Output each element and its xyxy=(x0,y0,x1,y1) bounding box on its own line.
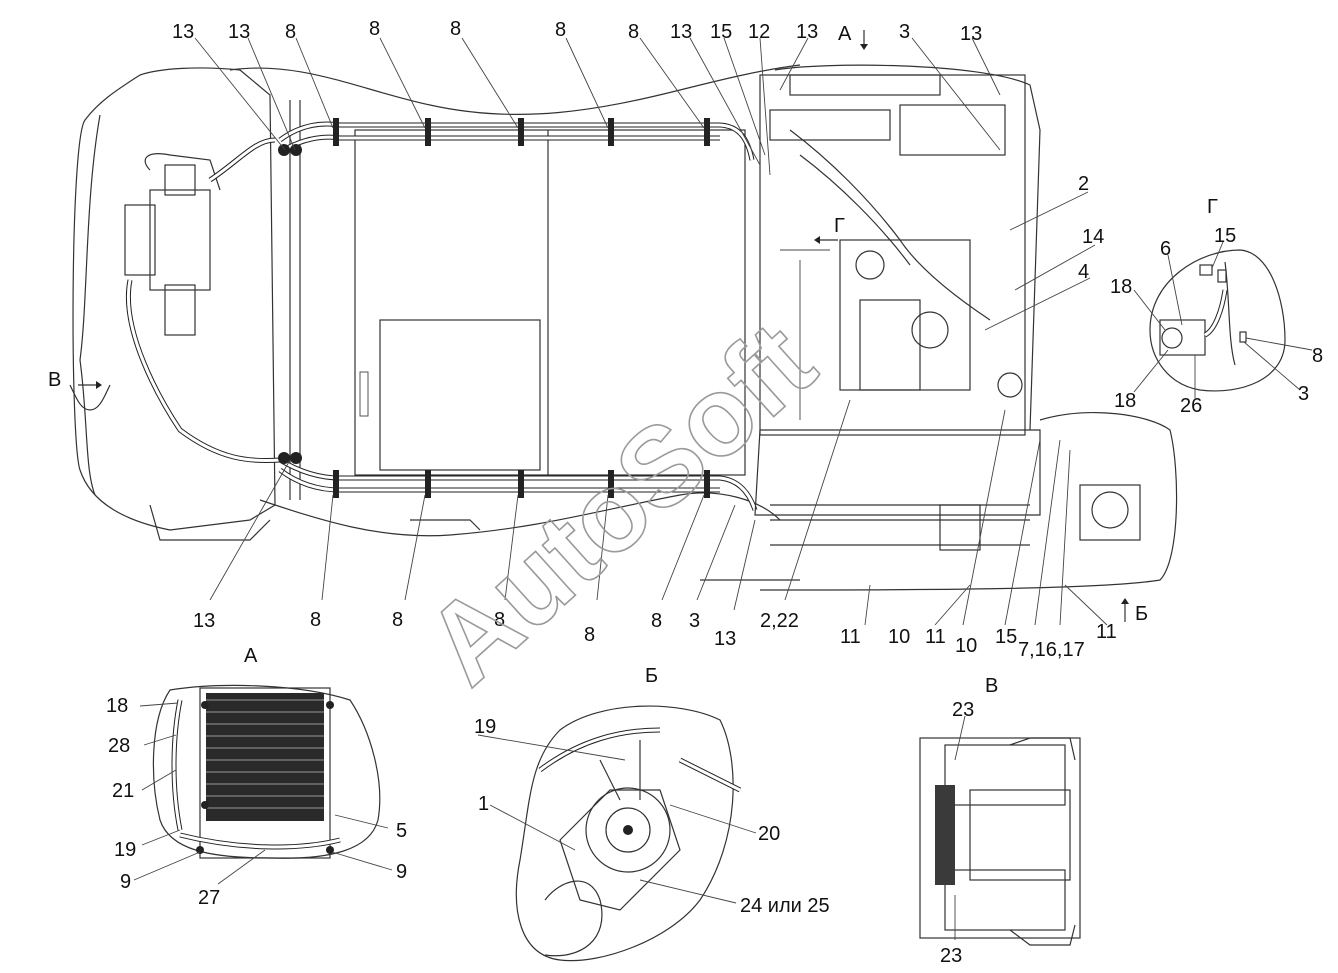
detail-a: А 18 28 21 19 9 27 5 9 xyxy=(106,645,407,909)
view-title-v-detail: В xyxy=(985,675,998,697)
view-title-v-arrow: В xyxy=(48,369,61,391)
label-13-top-3: 13 xyxy=(670,21,692,43)
label-10-bottom-1: 10 xyxy=(888,626,910,648)
condenser-fins xyxy=(206,693,324,821)
leader-lines xyxy=(194,37,1108,626)
hose-top-run xyxy=(278,121,755,161)
label-13-top-2: 13 xyxy=(228,21,250,43)
label-8-top-4: 8 xyxy=(555,19,566,41)
view-arrow-b xyxy=(1121,598,1129,622)
label-13-top-4: 13 xyxy=(796,21,818,43)
label-8-bottom-1: 8 xyxy=(310,609,321,631)
b-label-19: 19 xyxy=(474,716,496,738)
label-8-top-3: 8 xyxy=(450,18,461,40)
label-8-bottom-5: 8 xyxy=(651,610,662,632)
detail-b: Б 19 1 20 24 или 25 xyxy=(474,665,830,962)
engine-compartment xyxy=(759,64,1041,436)
cab-front-wave xyxy=(79,114,101,496)
a-label-9-right: 9 xyxy=(396,861,407,883)
label-11-bottom-3: 11 xyxy=(1096,621,1117,643)
g-label-15: 15 xyxy=(1214,225,1236,247)
label-13-top-5: 13 xyxy=(960,23,982,45)
label-13-bottom-1: 13 xyxy=(193,610,215,632)
a-label-18: 18 xyxy=(106,695,128,717)
label-7-16-17-bottom: 7,16,17 xyxy=(1018,639,1085,661)
body-top-wave xyxy=(229,64,801,116)
a-label-19: 19 xyxy=(114,839,136,861)
center-panel xyxy=(354,129,746,476)
hatch-handle xyxy=(359,371,369,417)
label-15-bottom: 15 xyxy=(995,626,1017,648)
body-bottom-wave xyxy=(259,492,781,537)
view-title-g-detail: Г xyxy=(1207,196,1218,218)
b-label-1: 1 xyxy=(478,793,489,815)
label-12-top: 12 xyxy=(748,21,770,43)
label-2-right: 2 xyxy=(1078,173,1089,195)
label-4-right: 4 xyxy=(1078,261,1089,283)
label-11-bottom-2: 11 xyxy=(925,626,946,648)
watermark-text: AutoSoft xyxy=(402,299,837,708)
label-3-top: 3 xyxy=(899,21,910,43)
label-13-top-1: 13 xyxy=(172,21,194,43)
label-2-22-bottom: 2,22 xyxy=(760,610,799,632)
label-8-top-5: 8 xyxy=(628,21,639,43)
label-15-top: 15 xyxy=(710,21,732,43)
label-8-top-2: 8 xyxy=(369,18,380,40)
a-label-28: 28 xyxy=(108,735,130,757)
radiator-area xyxy=(754,411,1178,591)
g-label-26: 26 xyxy=(1180,395,1202,417)
label-8-bottom-3: 8 xyxy=(494,609,505,631)
g-label-8: 8 xyxy=(1312,345,1323,367)
heater-unit xyxy=(124,153,221,336)
g-label-6: 6 xyxy=(1160,238,1171,260)
label-8-bottom-4: 8 xyxy=(584,624,595,646)
v-label-23-bottom: 23 xyxy=(940,945,962,967)
g-label-3: 3 xyxy=(1298,383,1309,405)
label-13-bottom-2: 13 xyxy=(714,628,736,650)
view-title-a-detail: А xyxy=(244,645,258,667)
detail-v: В 23 23 xyxy=(919,675,1081,967)
g-label-18-bottom: 18 xyxy=(1114,390,1136,412)
a-label-27: 27 xyxy=(198,887,220,909)
label-11-bottom-1: 11 xyxy=(840,626,861,648)
hose-heater-feed xyxy=(126,137,281,464)
b-label-20: 20 xyxy=(758,823,780,845)
a-label-21: 21 xyxy=(112,780,134,802)
compressor-pulley xyxy=(585,787,671,873)
view-arrow-v xyxy=(69,381,111,411)
v-label-23-top: 23 xyxy=(952,699,974,721)
g-label-18-top: 18 xyxy=(1110,276,1132,298)
view-arrow-a xyxy=(860,30,868,50)
label-10-bottom-2: 10 xyxy=(955,635,977,657)
label-3-bottom: 3 xyxy=(689,610,700,632)
detail-g: Г 15 6 18 18 26 8 3 xyxy=(1110,196,1323,417)
a-label-9-left: 9 xyxy=(120,871,131,893)
access-hatch xyxy=(379,319,541,471)
label-14-right: 14 xyxy=(1082,226,1104,248)
hose-clamps xyxy=(278,118,710,498)
cab-outline xyxy=(72,67,276,531)
label-8-bottom-2: 8 xyxy=(392,609,403,631)
a-label-5: 5 xyxy=(396,820,407,842)
view-title-a-arrow: А xyxy=(838,23,852,45)
view-arrow-g xyxy=(814,236,838,244)
main-view: 13 13 8 8 8 8 8 13 15 12 13 А 3 13 2 14 … xyxy=(48,18,1178,661)
b-label-24-or-25: 24 или 25 xyxy=(740,895,830,917)
view-title-b-arrow: Б xyxy=(1135,603,1148,625)
view-title-g-arrow: Г xyxy=(834,215,845,237)
lower-frame xyxy=(149,504,800,581)
view-title-b-detail: Б xyxy=(645,665,658,687)
label-8-top-1: 8 xyxy=(285,21,296,43)
